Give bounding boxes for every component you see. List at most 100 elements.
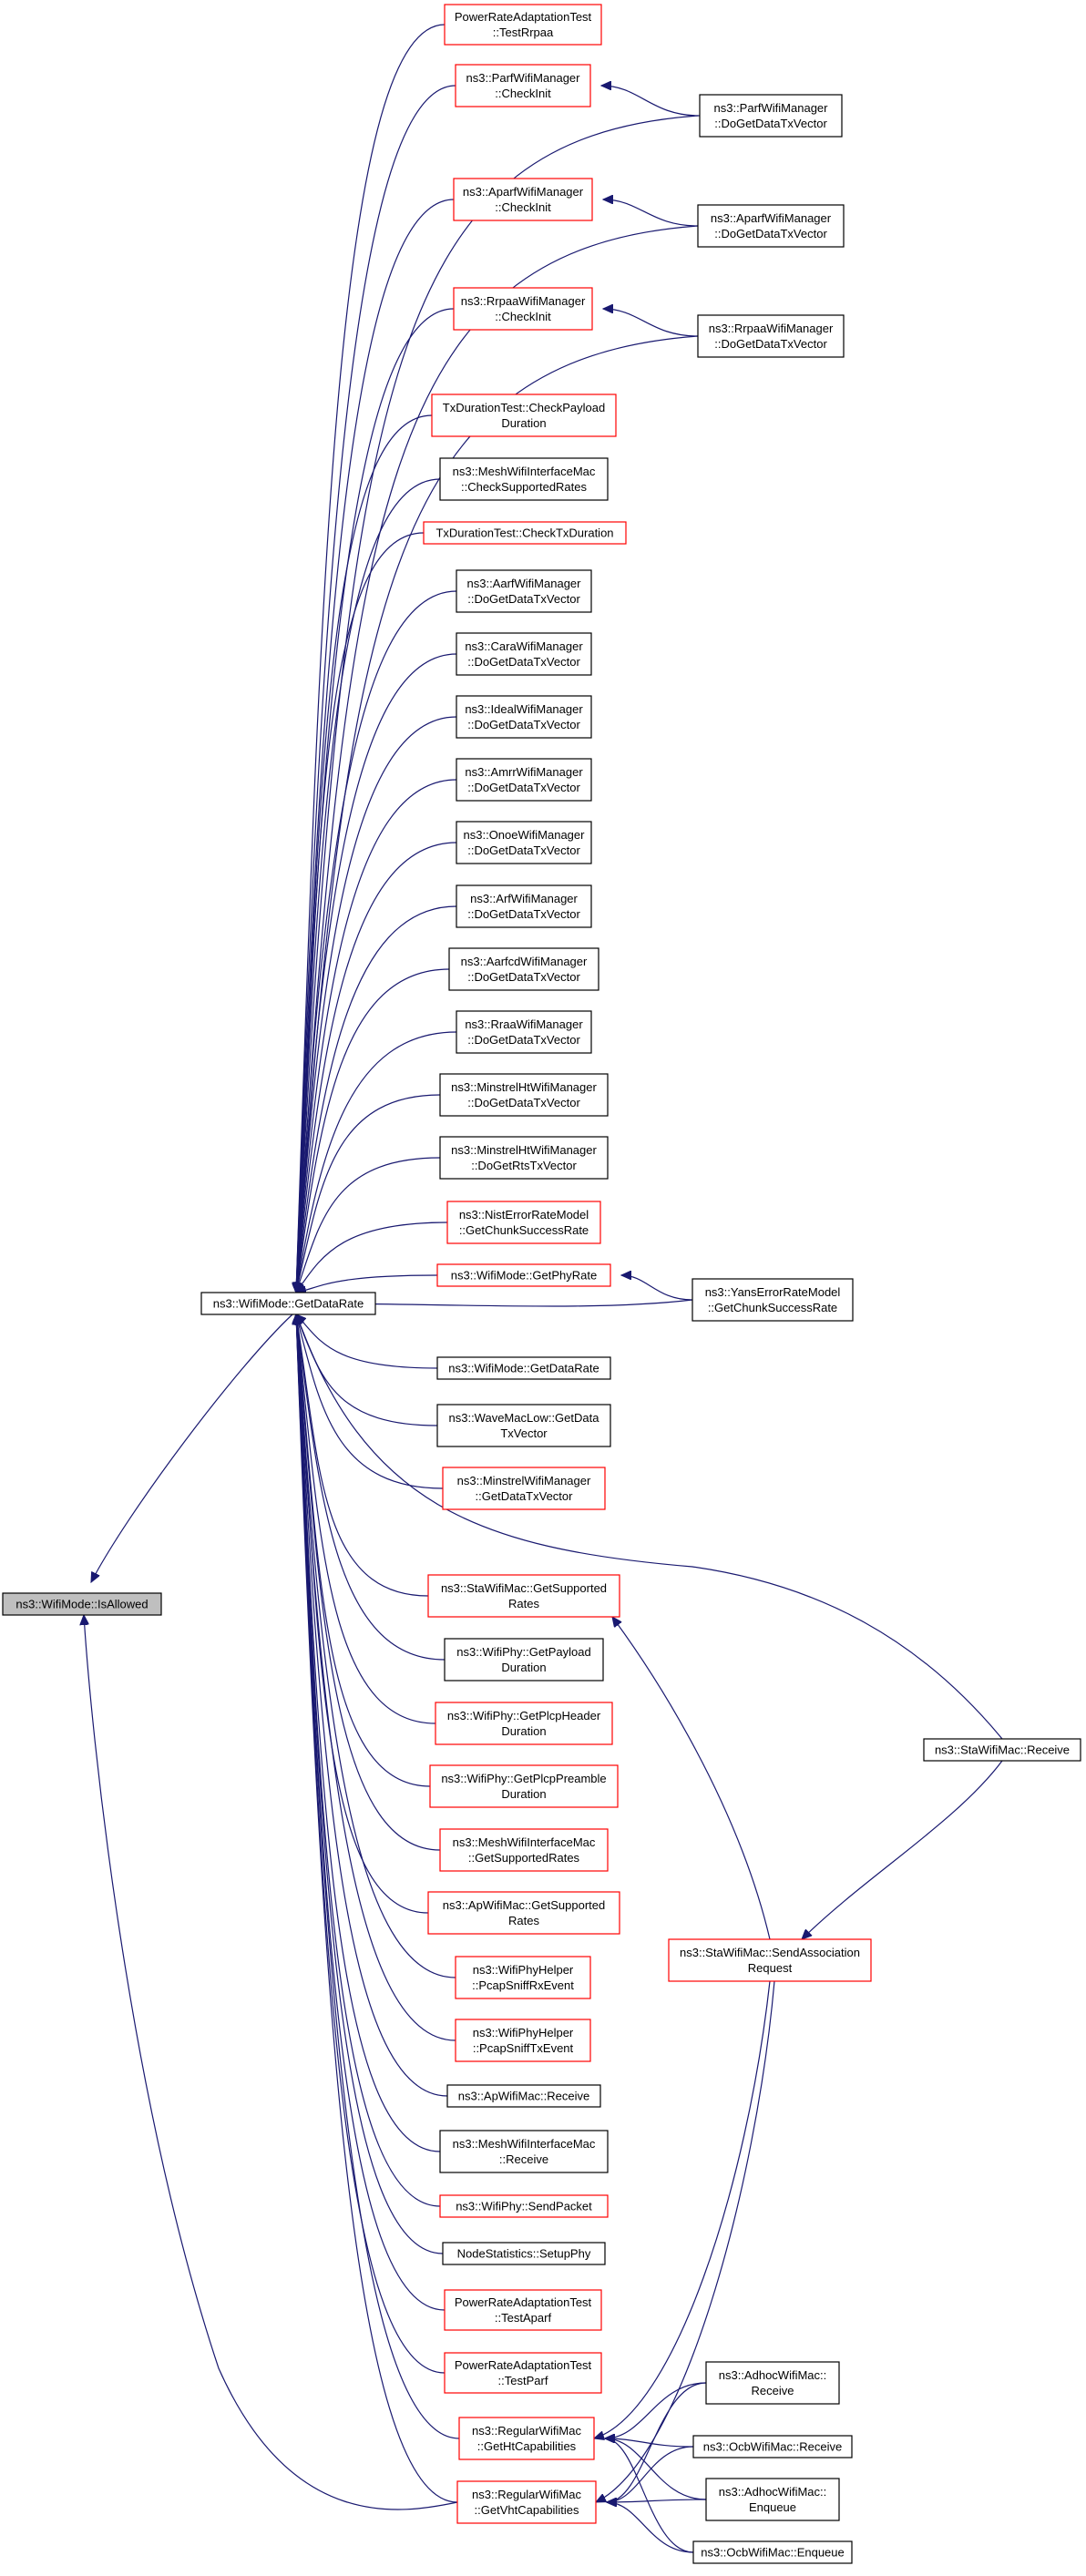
node-phy_send[interactable]: ns3::WifiPhy::SendPacket — [439, 2194, 609, 2218]
node-rrpaa_ci[interactable]: ns3::RrpaaWifiManager::CheckInit — [453, 287, 593, 331]
node-ap_gsr[interactable]: ns3::ApWifiMac::GetSupportedRates — [427, 1891, 620, 1935]
node-box — [446, 1201, 601, 1244]
node-label: ns3::MinstrelHtWifiManager — [451, 1143, 597, 1157]
node-label: Rates — [508, 1914, 539, 1927]
node-reg_ght[interactable]: ns3::RegularWifiMac::GetHtCapabilities — [458, 2417, 595, 2460]
node-box — [444, 1638, 604, 1682]
node-label: ::DoGetDataTxVector — [467, 592, 580, 606]
edge-aarf-to-getdatarate — [296, 590, 457, 1293]
node-box — [444, 4, 602, 46]
node-label: ::DoGetDataTxVector — [714, 227, 827, 240]
node-getphyrate[interactable]: ns3::WifiMode::GetPhyRate — [436, 1263, 611, 1287]
node-label: ::DoGetDataTxVector — [467, 843, 580, 857]
edge-stasar-to-reght — [594, 1980, 771, 2438]
edge-mht_data-to-getdatarate — [296, 1094, 441, 1293]
node-label: ::DoGetDataTxVector — [467, 1096, 580, 1109]
node-nist[interactable]: ns3::NistErrorRateModel::GetChunkSuccess… — [446, 1201, 601, 1244]
node-aarfcd[interactable]: ns3::AarfcdWifiManager::DoGetDataTxVecto… — [448, 947, 599, 991]
node-onoe[interactable]: ns3::OnoeWifiManager::DoGetDataTxVector — [456, 821, 592, 864]
node-root[interactable]: ns3::WifiMode::IsAllowed — [2, 1592, 162, 1616]
node-mesh_csr[interactable]: ns3::MeshWifiInterfaceMac::CheckSupporte… — [439, 457, 609, 501]
edge-psrx-to-getdatarate — [296, 1314, 456, 1978]
node-arf[interactable]: ns3::ArfWifiManager::DoGetDataTxVector — [456, 884, 592, 928]
node-label: TxDurationTest::CheckTxDuration — [435, 526, 613, 540]
node-label: Duration — [501, 1724, 546, 1738]
node-getdatarate[interactable]: ns3::WifiMode::GetDataRate — [200, 1292, 376, 1315]
node-ap_recv[interactable]: ns3::ApWifiMac::Receive — [446, 2084, 601, 2108]
node-amrr[interactable]: ns3::AmrrWifiManager::DoGetDataTxVector — [456, 758, 592, 802]
edge-stasar-to-regvht — [596, 1980, 775, 2503]
node-label: ::PcapSniffTxEvent — [473, 2041, 574, 2055]
node-label: ns3::NistErrorRateModel — [459, 1208, 589, 1222]
node-aparf_ci[interactable]: ns3::AparfWifiManager::CheckInit — [453, 178, 593, 221]
node-sta_gsr[interactable]: ns3::StaWifiMac::GetSupportedRates — [427, 1574, 620, 1618]
node-box — [455, 64, 591, 107]
node-ocb_recv[interactable]: ns3::OcbWifiMac::Receive — [692, 2435, 853, 2458]
node-minstrel[interactable]: ns3::MinstrelWifiManager::GetDataTxVecto… — [442, 1467, 606, 1510]
node-label: ns3::ParfWifiManager — [466, 71, 581, 85]
node-mesh_recv[interactable]: ns3::MeshWifiInterfaceMac::Receive — [439, 2130, 609, 2173]
node-rrpaa_dg[interactable]: ns3::RrpaaWifiManager::DoGetDataTxVector — [697, 314, 845, 358]
edge-wave-to-getdatarate — [296, 1314, 438, 1426]
edge-arf-to-getdatarate — [296, 905, 457, 1293]
node-label: ns3::WifiMode::GetDataRate — [448, 1362, 599, 1375]
node-label: ns3::WaveMacLow::GetData — [449, 1411, 600, 1425]
node-box — [697, 314, 845, 358]
node-box — [456, 2480, 597, 2524]
node-rraa[interactable]: ns3::RraaWifiManager::DoGetDataTxVector — [456, 1010, 592, 1054]
node-yans[interactable]: ns3::YansErrorRateModel::GetChunkSuccess… — [692, 1278, 854, 1322]
node-testaparf[interactable]: PowerRateAdaptationTest::TestAparf — [444, 2289, 602, 2331]
node-nodestat[interactable]: NodeStatistics::SetupPhy — [442, 2242, 606, 2265]
node-adhoc_enq[interactable]: ns3::AdhocWifiMac::Enqueue — [705, 2478, 840, 2521]
node-aparf_dg[interactable]: ns3::AparfWifiManager::DoGetDataTxVector — [697, 204, 845, 248]
node-label: ::TestRrpaa — [493, 26, 554, 39]
node-parf_ci[interactable]: ns3::ParfWifiManager::CheckInit — [455, 64, 591, 107]
node-label: ns3::CaraWifiManager — [465, 639, 583, 653]
node-testparf[interactable]: PowerRateAdaptationTest::TestParf — [444, 2352, 602, 2394]
node-label: ns3::AarfWifiManager — [467, 577, 582, 590]
node-pstx[interactable]: ns3::WifiPhyHelper::PcapSniffTxEvent — [455, 2019, 591, 2062]
node-getdatarate2[interactable]: ns3::WifiMode::GetDataRate — [436, 1356, 611, 1380]
edge-mesh_csr-to-getdatarate — [296, 478, 441, 1293]
node-txd_ctx[interactable]: TxDurationTest::CheckTxDuration — [423, 521, 627, 545]
edge-ocb_enq-to-reg_ght — [605, 2438, 694, 2553]
node-sta_recv[interactable]: ns3::StaWifiMac::Receive — [923, 1738, 1081, 1762]
node-box — [439, 1136, 609, 1180]
node-cara[interactable]: ns3::CaraWifiManager::DoGetDataTxVector — [456, 632, 592, 676]
node-label: ::GetChunkSuccessRate — [708, 1301, 837, 1314]
node-box — [456, 758, 592, 802]
node-box — [699, 94, 843, 138]
node-testrrpaa[interactable]: PowerRateAdaptationTest::TestRrpaa — [444, 4, 602, 46]
node-label: ::PcapSniffRxEvent — [472, 1978, 574, 1992]
nodes: ns3::WifiMode::IsAllowed ns3::WifiMode::G… — [2, 4, 1081, 2564]
edge-rraa-to-getdatarate — [296, 1031, 457, 1293]
node-box — [446, 2084, 601, 2108]
node-label: ns3::WifiMode::GetDataRate — [213, 1297, 364, 1311]
edge-starecv-to-getdatarate — [296, 1314, 1003, 1740]
node-mesh_gsr[interactable]: ns3::MeshWifiInterfaceMac::GetSupportedR… — [439, 1828, 609, 1872]
node-psrx[interactable]: ns3::WifiPhyHelper::PcapSniffRxEvent — [455, 1956, 591, 1999]
node-box — [453, 178, 593, 221]
node-ocb_enq[interactable]: ns3::OcbWifiMac::Enqueue — [692, 2540, 853, 2564]
node-box — [453, 287, 593, 331]
node-label: ns3::RraaWifiManager — [465, 1017, 583, 1031]
node-mht_data[interactable]: ns3::MinstrelHtWifiManager::DoGetDataTxV… — [439, 1073, 609, 1117]
node-label: ns3::IdealWifiManager — [465, 702, 583, 716]
node-mht_rts[interactable]: ns3::MinstrelHtWifiManager::DoGetRtsTxVe… — [439, 1136, 609, 1180]
node-aarf[interactable]: ns3::AarfWifiManager::DoGetDataTxVector — [456, 569, 592, 613]
node-label: Duration — [501, 1661, 546, 1674]
edge-mht_rts-to-getdatarate — [296, 1157, 441, 1293]
node-wave[interactable]: ns3::WaveMacLow::GetDataTxVector — [436, 1404, 611, 1447]
node-ideal[interactable]: ns3::IdealWifiManager::DoGetDataTxVector — [456, 695, 592, 739]
node-parf_dg[interactable]: ns3::ParfWifiManager::DoGetDataTxVector — [699, 94, 843, 138]
node-adhoc_recv[interactable]: ns3::AdhocWifiMac::Receive — [705, 2361, 840, 2405]
node-label: ns3::OcbWifiMac::Enqueue — [701, 2546, 845, 2560]
node-reg_gvht[interactable]: ns3::RegularWifiMac::GetVhtCapabilities — [456, 2480, 597, 2524]
node-label: ::DoGetDataTxVector — [467, 718, 580, 731]
node-box — [439, 2130, 609, 2173]
